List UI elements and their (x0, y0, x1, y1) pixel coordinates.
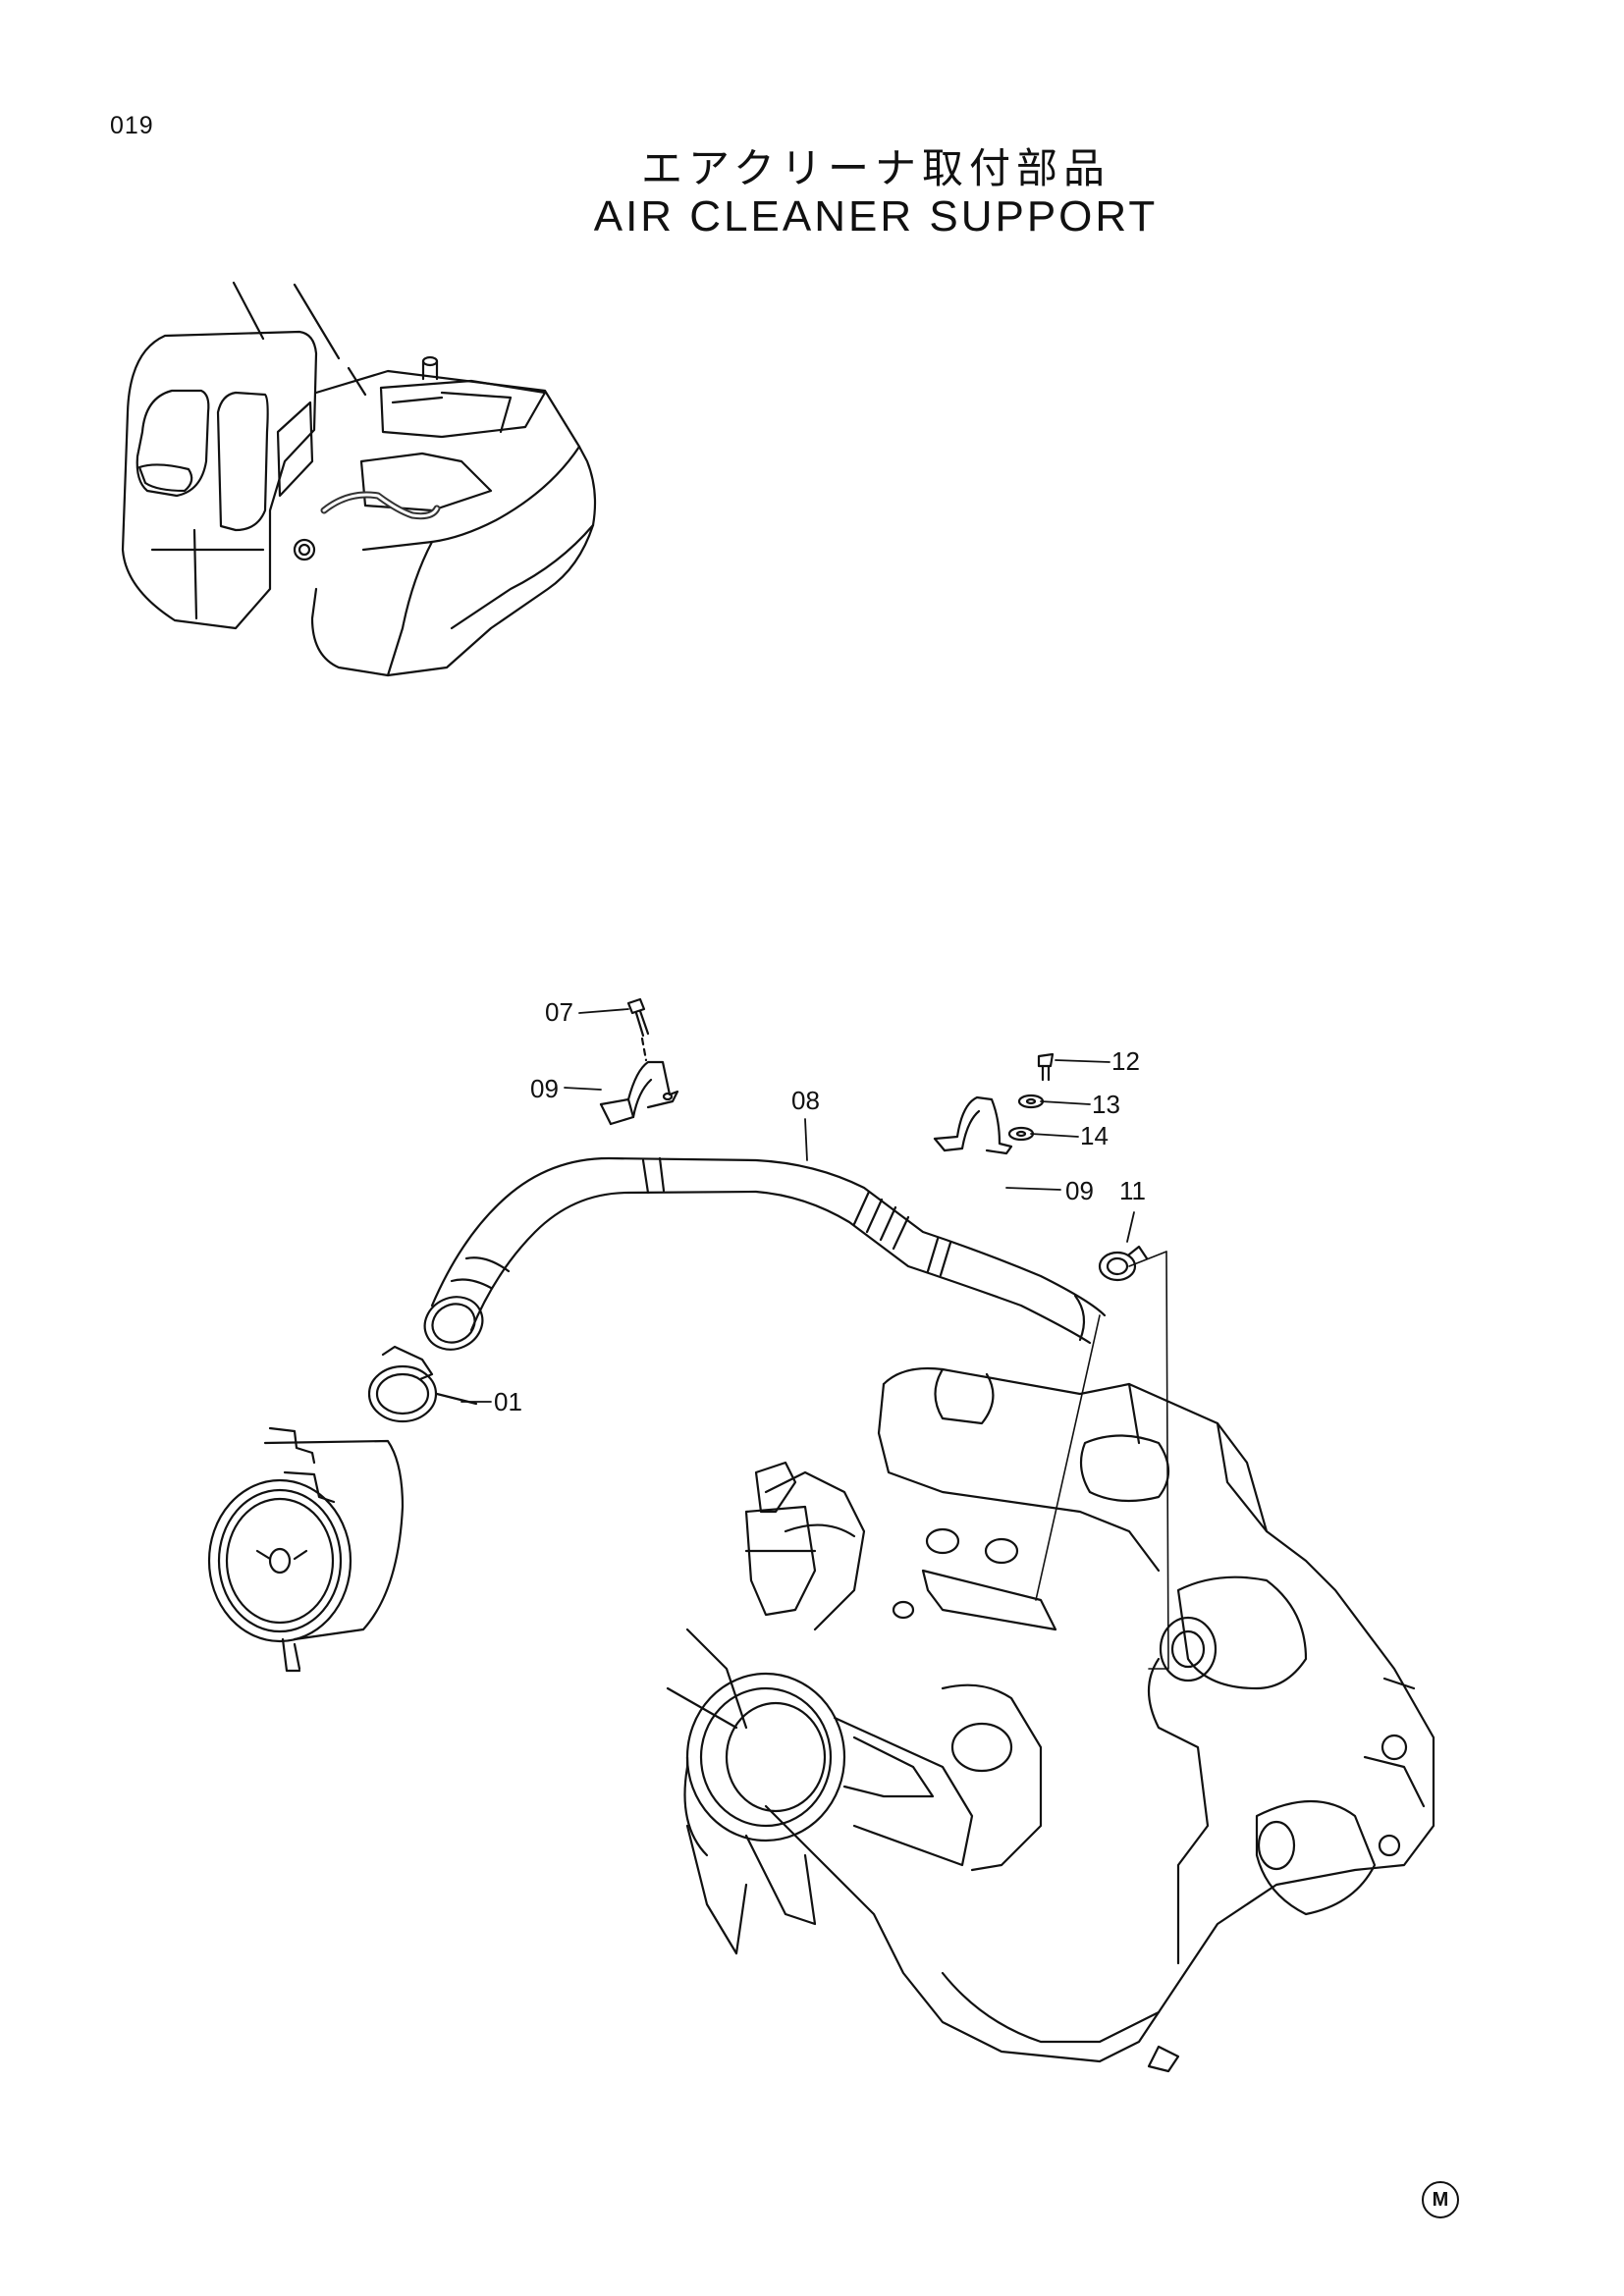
bracket-09-right (933, 1095, 1013, 1155)
callout-13: 13 (1092, 1090, 1120, 1119)
page-number: 019 (110, 112, 154, 139)
callout-09-left: 09 (530, 1074, 559, 1103)
callout-07: 07 (545, 997, 573, 1027)
washer-13 (1017, 1094, 1045, 1109)
callout-labels: 07 09 08 12 13 14 09 11 01 (494, 997, 1146, 1416)
bracket-09-left (599, 1060, 679, 1126)
callout-14: 14 (1080, 1121, 1109, 1150)
hose-clamp-11 (1098, 1245, 1149, 1282)
page-title-japanese: エアクリーナ取付部品 (641, 144, 1110, 192)
model-mark-circle: M (1422, 2181, 1459, 2218)
washer-14 (1007, 1126, 1035, 1142)
callout-11: 11 (1119, 1176, 1146, 1205)
air-cleaner (207, 1426, 405, 1673)
engine (666, 1251, 1435, 2073)
callout-leaders (460, 1008, 1135, 1403)
callout-08: 08 (791, 1086, 820, 1115)
callout-01: 01 (494, 1387, 522, 1416)
callout-12: 12 (1111, 1046, 1140, 1076)
air-hose-08 (423, 1156, 1107, 1351)
excavator-location-inset (121, 281, 597, 677)
bolt-12 (1037, 1052, 1055, 1082)
bolt-07 (626, 997, 650, 1062)
hose-clamp-01 (367, 1345, 478, 1423)
callout-09-right: 09 (1065, 1176, 1094, 1205)
page-title-english: AIR CLEANER SUPPORT (593, 192, 1159, 240)
